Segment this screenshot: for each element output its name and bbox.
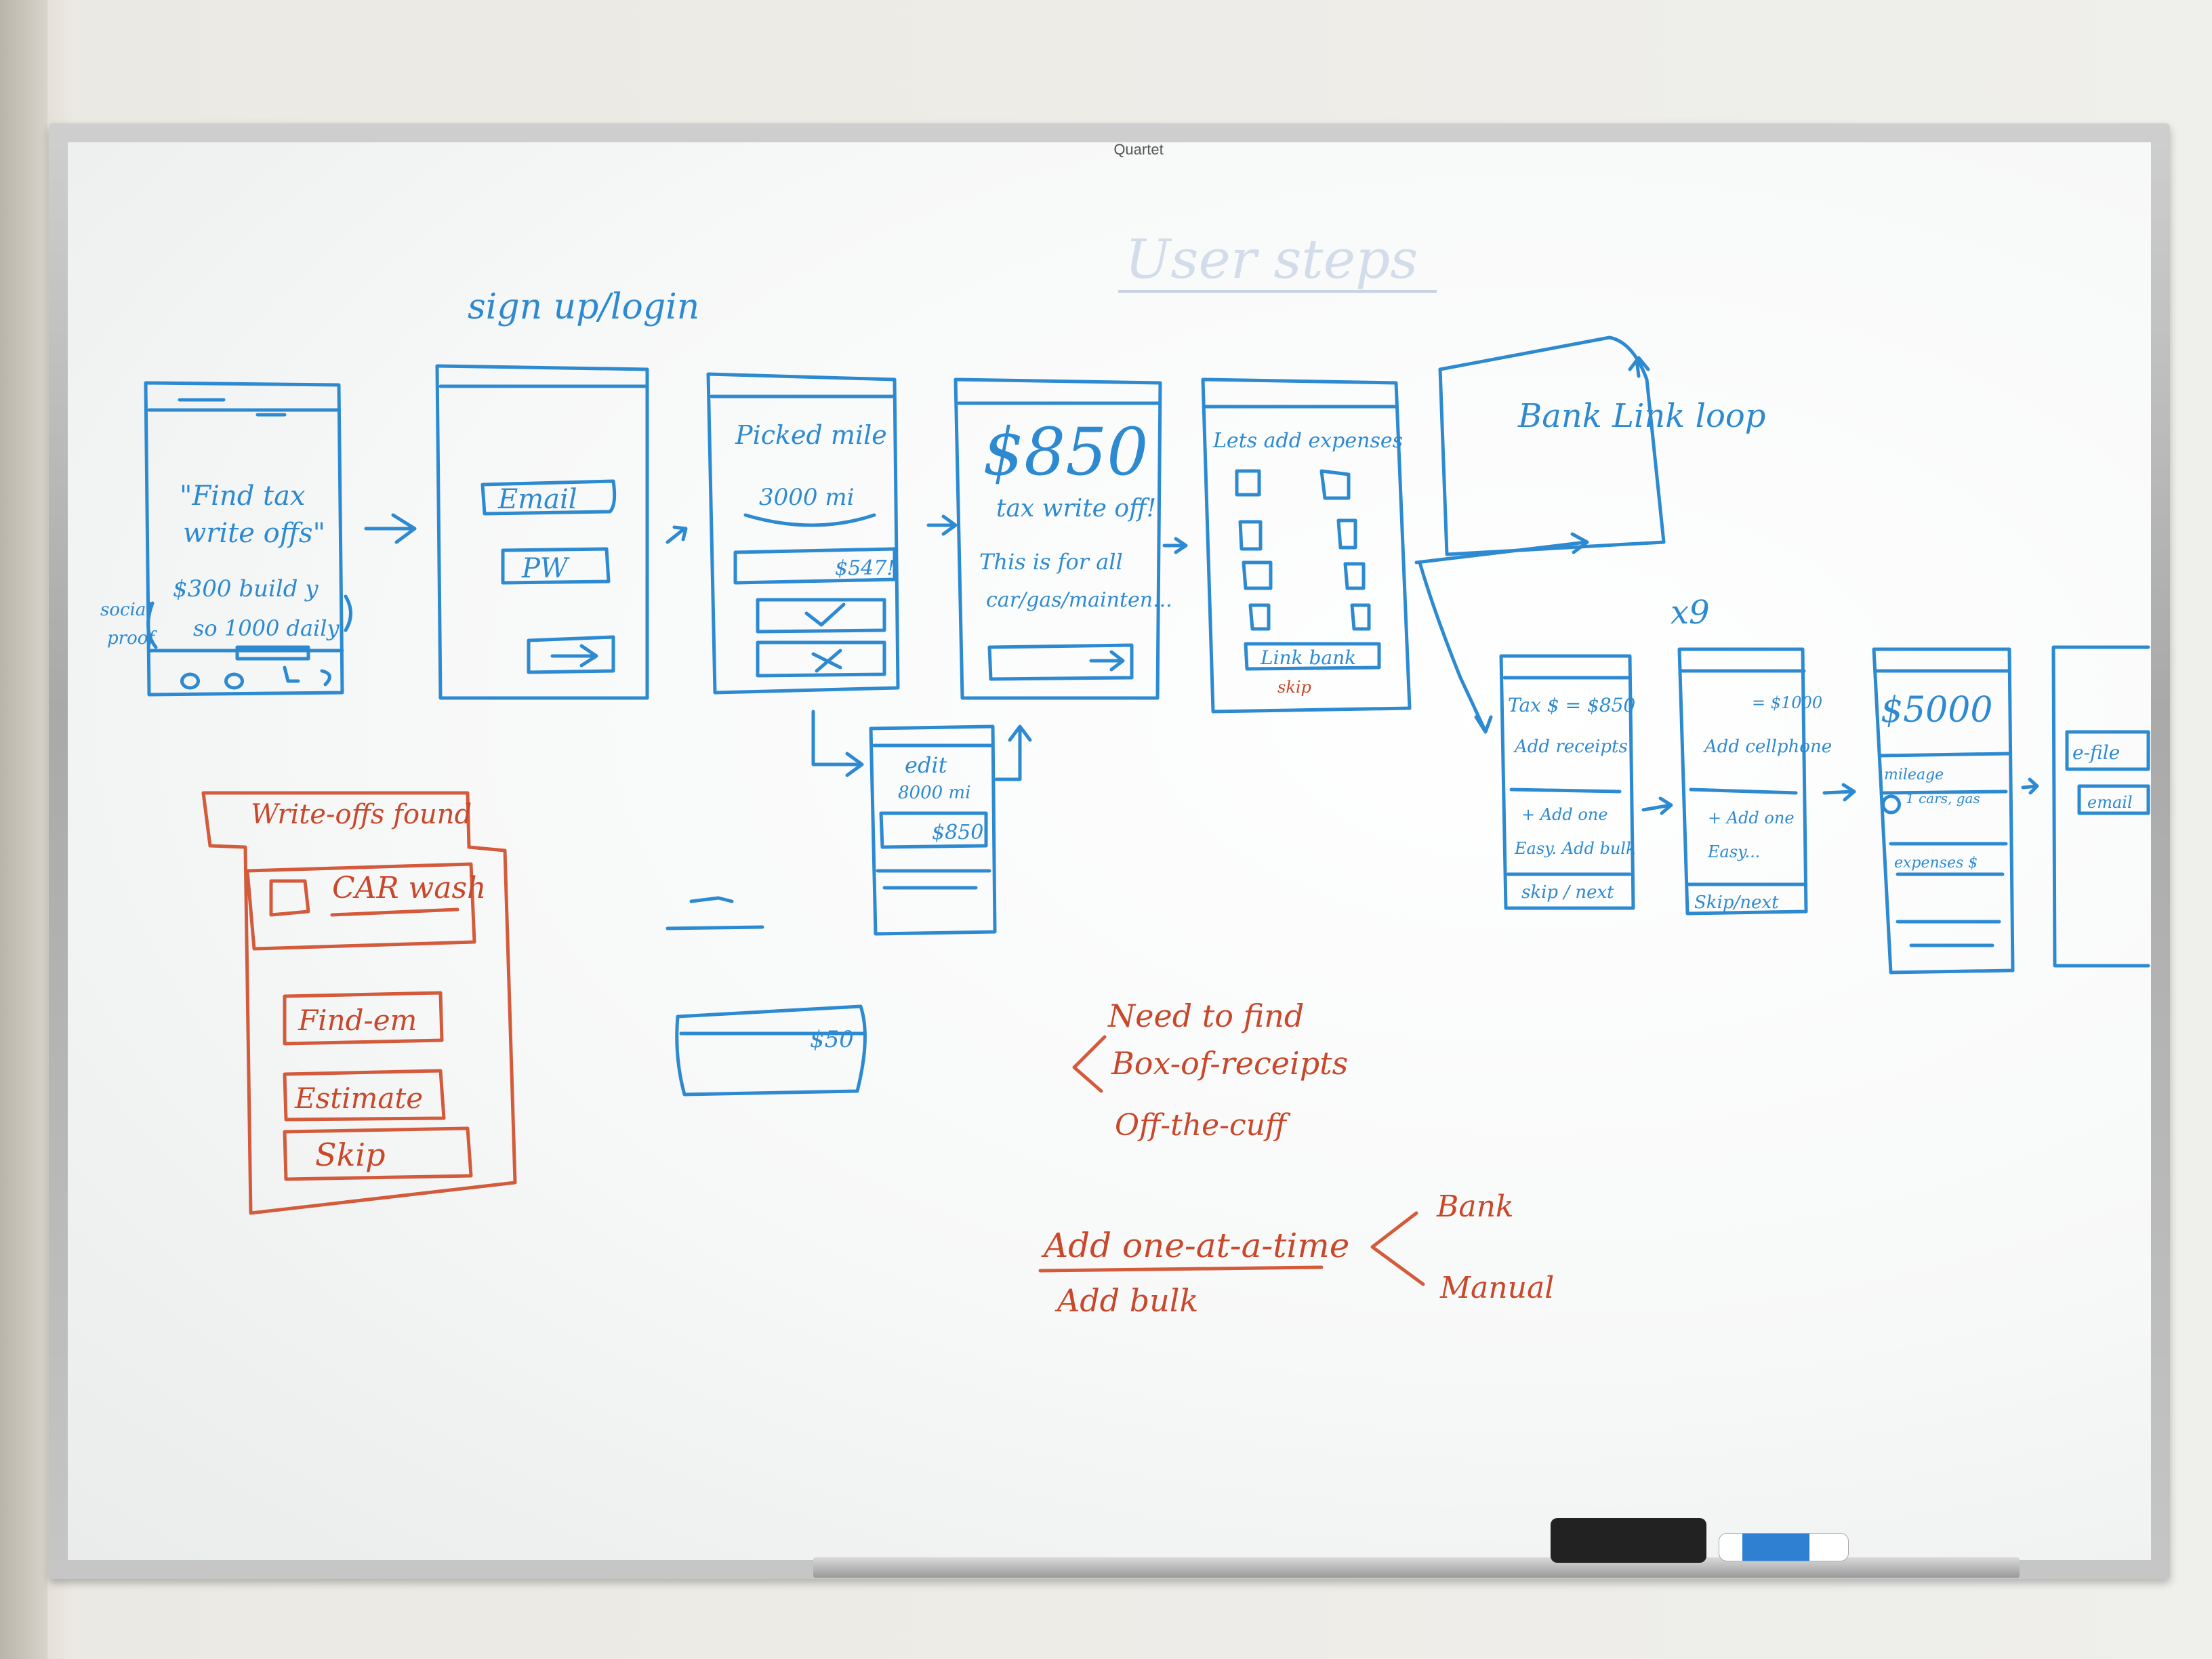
screen1-line2: so 1000 daily	[193, 615, 340, 641]
note-manual: Manual	[1439, 1271, 1554, 1305]
note-bank: Bank	[1436, 1189, 1514, 1224]
screen5-link: Link bank	[1260, 647, 1356, 669]
screen1-line1: $300 build y	[173, 575, 319, 602]
wireframe-screen-6: Tax $ = $850 Add receipts + Add one Easy…	[1499, 654, 1636, 910]
s8-row: 1 cars, gas	[1906, 790, 1980, 806]
red-title: Write-offs found	[251, 799, 472, 830]
note-box-of-receipts: Box-of-receipts	[1111, 1045, 1348, 1082]
wireframe-screen-7: = $1000 Add cellphone + Add one Easy... …	[1677, 647, 1832, 916]
screen1-side-label: social	[100, 600, 152, 620]
screen5-title: Lets add expenses	[1212, 429, 1403, 453]
bank-box-text: Bank Link loop	[1517, 397, 1766, 435]
note-add-bulk: Add bulk	[1054, 1282, 1198, 1319]
screen4-amount: $850	[983, 414, 1148, 490]
arrow-2	[665, 525, 688, 544]
times-label: x9	[1671, 594, 1710, 632]
screen1-quote-2: write offs"	[183, 518, 325, 549]
red-write-offs-screen: Write-offs found CAR wash Find-em Estima…	[201, 791, 517, 1215]
red-btn-estimate: Estimate	[294, 1082, 423, 1115]
s7-line: Add cellphone	[1703, 737, 1832, 757]
wireframe-screen-2: Email PW	[435, 364, 649, 700]
bank-link-loop-box: Bank Link loop	[1414, 335, 1766, 734]
s6-line: Add receipts	[1513, 737, 1628, 757]
ghost-user-steps: User steps	[1125, 228, 1418, 291]
wall	[0, 0, 47, 1659]
note-add-one: Add one-at-a-time	[1041, 1226, 1349, 1265]
arrow-6	[1641, 796, 1673, 815]
s8-amount: $5000	[1881, 690, 1992, 731]
s8-mileage: mileage	[1884, 766, 1944, 783]
screen2-pw: PW	[521, 553, 570, 584]
heading-signup-login: sign up/login	[468, 287, 699, 327]
edit-amount: $850	[932, 821, 983, 844]
whiteboard-eraser[interactable]	[1551, 1518, 1706, 1563]
screen3-value: 3000 mi	[759, 484, 854, 511]
red-notes: Need to find Box-of-receipts Off-the-cuf…	[1038, 998, 1554, 1319]
s6-add: + Add one	[1521, 805, 1608, 824]
screen3-amount: $547!	[835, 556, 895, 580]
screen3-title: Picked mile	[735, 420, 887, 450]
s7-head: = $1000	[1752, 693, 1822, 712]
edit-miles: 8000 mi	[898, 783, 970, 803]
s8-more: expenses $	[1894, 855, 1978, 872]
screen1-quote: "Find tax	[180, 480, 306, 512]
blue-scribble	[665, 896, 764, 930]
note-off-the-cuff: Off-the-cuff	[1115, 1108, 1291, 1143]
wireframe-edit-screen: edit 8000 mi $850	[811, 710, 1032, 936]
s6-easy: Easy. Add bulk	[1514, 839, 1636, 858]
amount-card-sketch: $50	[675, 1004, 867, 1097]
s7-skip: Skip/next	[1694, 893, 1779, 913]
wireframe-screen-5: Lets add expenses Link bank skip	[1201, 377, 1412, 714]
s6-head: Tax $ = $850	[1508, 694, 1635, 716]
arrow-3	[926, 514, 958, 536]
wireframe-screen-8: $5000 mileage 1 cars, gas expenses $	[1872, 647, 2015, 975]
brand-label: Quartet	[1113, 141, 1164, 158]
s9-field: email	[2087, 793, 2133, 812]
wireframe-screen-9: e-file email	[2051, 645, 2150, 968]
arrow-4	[1162, 537, 1188, 554]
arrow-1	[364, 513, 417, 544]
wireframe-screen-1: "Find tax write offs" $300 build y so 10…	[100, 381, 352, 697]
screen5-skip: skip	[1277, 678, 1311, 697]
red-item: CAR wash	[332, 871, 486, 905]
red-btn-find: Find-em	[298, 1004, 417, 1037]
note-need-to-find: Need to find	[1107, 998, 1304, 1034]
s9-label: e-file	[2072, 741, 2120, 764]
s6-skip: skip / next	[1521, 882, 1614, 903]
s7-add: + Add one	[1708, 808, 1795, 827]
screen1-side-label-2: proof	[107, 628, 157, 649]
wireframe-screen-4: $850 tax write off! This is for all car/…	[954, 377, 1172, 700]
screen4-body-1: This is for all	[979, 549, 1123, 575]
screen4-subtitle: tax write off!	[996, 495, 1156, 523]
arrow-8	[2021, 777, 2039, 795]
s7-easy: Easy...	[1707, 842, 1760, 861]
arrow-7	[1822, 783, 1856, 802]
screen4-body-2: car/gas/mainten...	[986, 588, 1172, 612]
red-btn-skip: Skip	[315, 1136, 386, 1173]
card-amount: $50	[810, 1026, 854, 1053]
edit-label: edit	[905, 752, 947, 778]
wireframe-screen-3: Picked mile 3000 mi $547!	[706, 372, 900, 695]
screen2-email: Email	[497, 484, 577, 515]
blue-marker[interactable]	[1719, 1533, 1849, 1561]
